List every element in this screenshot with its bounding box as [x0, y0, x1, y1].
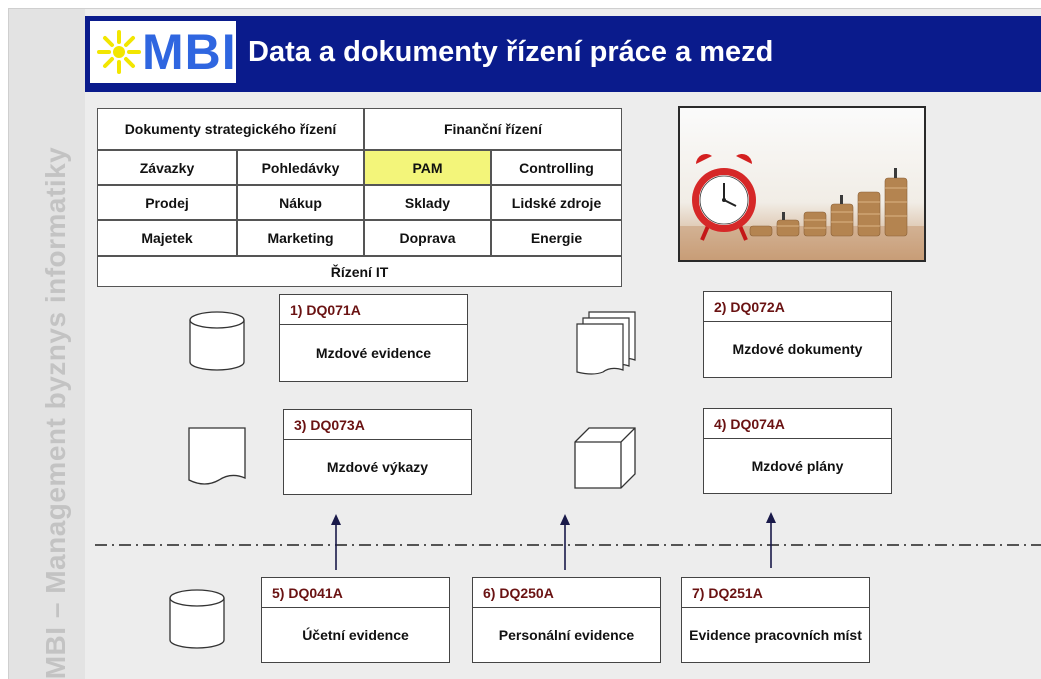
data-card-dq071a: 1) DQ071A Mzdové evidence	[279, 294, 468, 382]
card-code: 1) DQ071A	[280, 295, 467, 325]
card-label: Evidence pracovních míst	[689, 626, 862, 643]
matrix-cell-purchasing: Nákup	[237, 185, 364, 220]
mbi-logo: MBI	[90, 21, 236, 83]
card-label: Personální evidence	[498, 626, 635, 643]
card-code: 2) DQ072A	[704, 292, 891, 322]
sun-icon	[97, 30, 141, 74]
matrix-cell-marketing: Marketing	[237, 220, 364, 256]
matrix-cell-assets: Majetek	[97, 220, 237, 256]
data-card-dq250a: 6) DQ250A Personální evidence	[472, 577, 661, 663]
matrix-cell-transport: Doprava	[364, 220, 491, 256]
card-code: 3) DQ073A	[284, 410, 471, 440]
data-card-dq074a: 4) DQ074A Mzdové plány	[703, 408, 892, 494]
card-code: 4) DQ074A	[704, 409, 891, 439]
card-code: 7) DQ251A	[682, 578, 869, 608]
matrix-cell-controlling: Controlling	[491, 150, 622, 185]
matrix-cell-receivables: Pohledávky	[237, 150, 364, 185]
matrix-cell-it-management: Řízení IT	[97, 256, 622, 287]
matrix-cell-liabilities: Závazky	[97, 150, 237, 185]
matrix-cell-financial: Finanční řízení	[364, 108, 622, 150]
matrix-cell-human-resources: Lidské zdroje	[491, 185, 622, 220]
matrix-cell-sales: Prodej	[97, 185, 237, 220]
card-label: Účetní evidence	[302, 626, 409, 643]
matrix-cell-pam-highlighted: PAM	[364, 150, 491, 185]
card-code: 6) DQ250A	[473, 578, 660, 608]
dash-dot-separator	[95, 544, 1041, 546]
header-bar: MBI Data a dokumenty řízení práce a mezd	[85, 16, 1041, 92]
card-code: 5) DQ041A	[262, 578, 449, 608]
database-cylinder-icon	[189, 311, 245, 371]
card-label: Mzdové plány	[751, 457, 844, 474]
matrix-cell-strategic-docs: Dokumenty strategického řízení	[97, 108, 364, 150]
logo-text: MBI	[142, 24, 237, 80]
clock-coins-illustration	[680, 108, 924, 260]
sidebar: MBI – Management byznys informatiky	[9, 9, 85, 679]
document-icon	[188, 427, 246, 485]
arrow-up-icon	[560, 514, 570, 570]
database-cylinder-icon	[169, 589, 225, 649]
card-label: Mzdové evidence	[315, 344, 432, 361]
arrow-up-icon	[766, 512, 776, 568]
cube-icon	[574, 427, 636, 489]
document-stack-icon	[576, 311, 636, 375]
clock-and-coins-photo	[678, 106, 926, 262]
matrix-cell-energy: Energie	[491, 220, 622, 256]
data-card-dq072a: 2) DQ072A Mzdové dokumenty	[703, 291, 892, 378]
sidebar-vertical-text: MBI – Management byznys informatiky	[40, 146, 71, 679]
card-label: Mzdové dokumenty	[732, 341, 863, 357]
arrow-up-icon	[331, 514, 341, 570]
data-card-dq073a: 3) DQ073A Mzdové výkazy	[283, 409, 472, 495]
page-title: Data a dokumenty řízení práce a mezd	[248, 36, 774, 68]
card-label: Mzdové výkazy	[326, 458, 429, 475]
matrix-cell-warehouses: Sklady	[364, 185, 491, 220]
data-card-dq041a: 5) DQ041A Účetní evidence	[261, 577, 450, 663]
data-card-dq251a: 7) DQ251A Evidence pracovních míst	[681, 577, 870, 663]
